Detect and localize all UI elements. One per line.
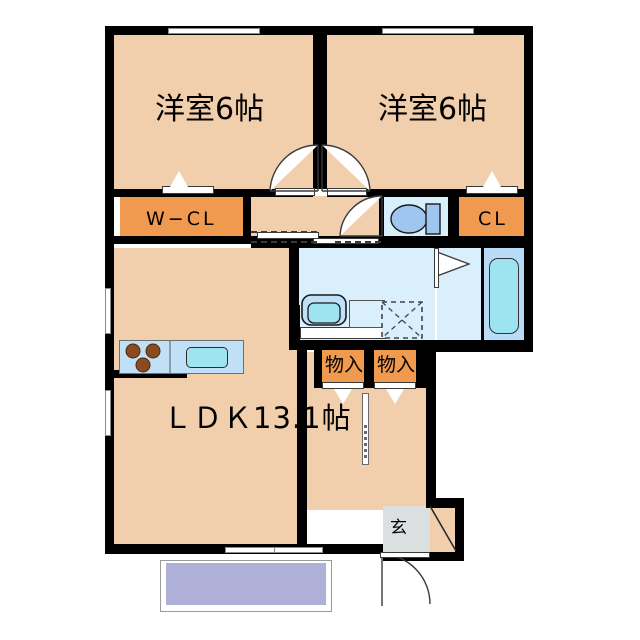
window-ldk-left-lower — [105, 390, 111, 436]
sliding-door-track — [364, 425, 367, 461]
bedroom-right-label: 洋室6帖 — [378, 92, 488, 127]
wall-kitchen-stub — [113, 370, 187, 378]
storage-right-label: 物入 — [377, 354, 416, 376]
wall-washroom-left — [289, 240, 299, 348]
washing-machine-space — [381, 301, 423, 339]
balcony — [166, 563, 326, 605]
door-bathroom[interactable] — [436, 250, 471, 282]
wall-storage-left-side — [314, 348, 322, 388]
three-burner-stove — [125, 340, 171, 374]
washbasin-fixture — [301, 294, 347, 326]
toilet-fixture — [390, 203, 441, 235]
wall-corridor-right — [426, 348, 436, 508]
wall-right-bath — [524, 242, 533, 352]
closet-right-label: CL — [478, 208, 508, 230]
kitchen-sink — [186, 347, 228, 368]
wall-toilet-right — [448, 196, 454, 242]
sill-storage-right — [374, 382, 416, 389]
sill-marker-bedroom-left — [170, 171, 188, 187]
storage-left-area — [322, 348, 364, 382]
wall-closet-right-left — [454, 196, 459, 242]
closet-right-area — [459, 196, 525, 242]
wall-storage-right-side — [416, 348, 426, 388]
ldk-area — [113, 248, 297, 548]
wall-entrance-right — [455, 498, 464, 560]
window-sill-bedroom-right — [466, 186, 518, 194]
walk-in-closet-label: W−CL — [146, 208, 217, 230]
walk-in-closet-area — [120, 196, 243, 242]
window-bedroom-right — [382, 28, 474, 34]
ldk-label: ＬＤＫ13.1帖 — [163, 401, 352, 435]
wall-right-upper — [524, 26, 533, 242]
vanity-counter — [349, 300, 385, 328]
wall-entrance-top — [426, 498, 464, 508]
bathtub-fixture — [489, 258, 519, 334]
wall-ldk-right — [297, 348, 307, 552]
shoe-box-icon — [429, 505, 457, 552]
entrance-label: 玄 — [390, 518, 407, 538]
bedroom-left-label: 洋室6帖 — [155, 92, 265, 127]
fold-arrow-storage-left — [334, 389, 352, 404]
wall-bath-divider — [481, 248, 484, 340]
door-sill-entrance — [380, 552, 430, 558]
door-toilet[interactable] — [339, 195, 383, 238]
wall-wcl-right — [243, 196, 251, 242]
storage-left-label: 物入 — [325, 354, 364, 376]
wall-bath-bottom — [435, 340, 533, 352]
wall-washroom-bottom — [289, 340, 435, 350]
window-mullion — [274, 547, 275, 553]
door-washroom-dash — [335, 241, 381, 243]
wall-bedroom-divider — [313, 26, 327, 189]
door-bedroom-left[interactable] — [269, 144, 322, 193]
wall-left-upper — [105, 26, 114, 242]
sill-marker-bedroom-right — [483, 171, 501, 187]
corridor-right-area — [374, 382, 434, 510]
wall-bedroom-right-bottom — [327, 189, 533, 197]
wall-wcl-bottom — [105, 236, 251, 244]
window-sill-bedroom-left — [162, 186, 214, 194]
fold-arrow-storage-right — [386, 389, 404, 404]
window-bedroom-left — [168, 28, 260, 34]
door-leaf-bathroom — [434, 248, 439, 288]
door-entrance[interactable] — [380, 553, 436, 610]
wcl-shelf-line-1 — [251, 231, 317, 233]
sill-hall — [257, 232, 319, 239]
sill-storage-left — [322, 382, 364, 389]
door-sill-bedroom-right — [327, 188, 367, 196]
wall-vanity-left — [297, 305, 300, 345]
door-bedroom-right[interactable] — [320, 144, 372, 193]
window-ldk-left-upper — [105, 288, 111, 334]
door-sill-bedroom-left — [275, 188, 315, 196]
storage-right-area — [374, 348, 416, 382]
wall-storage-divider — [364, 348, 374, 388]
wcl-shelf-line-2 — [251, 241, 317, 243]
entrance-area — [383, 506, 430, 553]
